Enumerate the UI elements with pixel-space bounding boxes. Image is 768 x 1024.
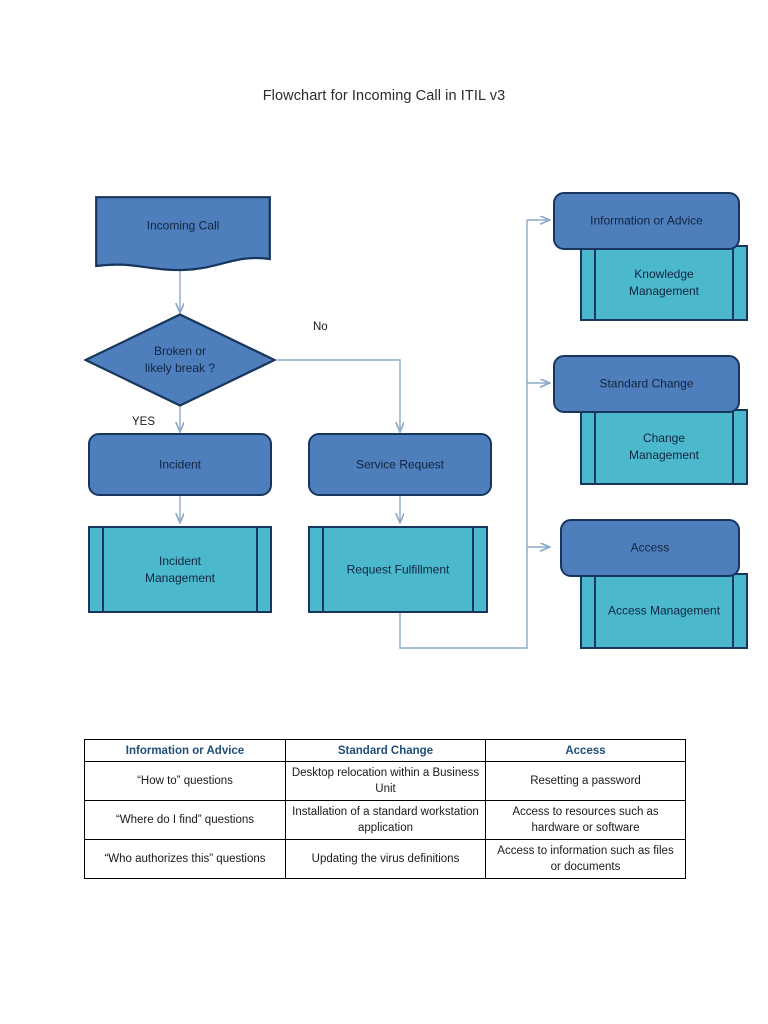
table-header-cell: Standard Change <box>285 739 486 762</box>
page-title: Flowchart for Incoming Call in ITIL v3 <box>262 88 506 104</box>
process-bar-left <box>594 575 596 647</box>
process-change-management-label: Change Management <box>628 431 700 462</box>
process-bar-right <box>472 528 474 611</box>
node-service-request-label: Service Request <box>355 457 445 471</box>
node-service-request[interactable]: Service Request <box>308 433 492 496</box>
node-information-or-advice-label: Information or Advice <box>590 213 703 228</box>
table-row: “How to” questions Desktop relocation wi… <box>84 761 686 801</box>
table-header-row: Information or Advice Standard Change Ac… <box>84 739 686 762</box>
table-header-cell: Access <box>485 739 686 762</box>
table-row: “Who authorizes this” questions Updating… <box>84 839 686 879</box>
process-bar-left <box>322 528 324 611</box>
process-request-fulfillment-label: Request Fulfillment <box>346 562 450 576</box>
process-knowledge-management-label: Knowledge Management <box>628 267 700 298</box>
node-incoming-call[interactable]: Incoming Call <box>95 196 271 276</box>
process-bar-left <box>102 528 104 611</box>
connector-decision-no-to-service-request <box>276 359 400 431</box>
process-bar-right <box>256 528 258 611</box>
process-bar-right <box>732 411 734 483</box>
process-access-management[interactable]: Access Management <box>580 573 748 649</box>
table-cell: “Where do I find” questions <box>84 800 286 840</box>
edge-label-yes: YES <box>132 416 156 428</box>
table-cell: “Who authorizes this” questions <box>84 839 286 879</box>
process-change-management[interactable]: Change Management <box>580 409 748 485</box>
table-cell: Access to information such as files or d… <box>485 839 686 879</box>
node-incoming-call-label: Incoming Call <box>146 218 220 233</box>
table-cell: “How to” questions <box>84 761 286 801</box>
process-request-fulfillment[interactable]: Request Fulfillment <box>308 526 488 613</box>
node-access-label: Access <box>630 540 670 555</box>
table-cell: Updating the virus definitions <box>285 839 486 879</box>
node-standard-change[interactable]: Standard Change <box>553 355 740 413</box>
table-header-cell: Information or Advice <box>84 739 286 762</box>
node-decision-broken[interactable]: Broken or likely break ? <box>84 313 276 407</box>
node-standard-change-label: Standard Change <box>599 376 694 391</box>
process-bar-left <box>594 247 596 319</box>
process-knowledge-management[interactable]: Knowledge Management <box>580 245 748 321</box>
process-bar-left <box>594 411 596 483</box>
process-incident-management-label: Incident Management <box>144 553 216 585</box>
node-incident[interactable]: Incident <box>88 433 272 496</box>
node-information-or-advice[interactable]: Information or Advice <box>553 192 740 250</box>
process-bar-right <box>732 247 734 319</box>
node-decision-broken-label: Broken or likely break ? <box>144 344 216 375</box>
table-row: “Where do I find” questions Installation… <box>84 800 686 840</box>
table-cell: Desktop relocation within a Business Uni… <box>285 761 486 801</box>
table-cell: Access to resources such as hardware or … <box>485 800 686 840</box>
table-cell: Resetting a password <box>485 761 686 801</box>
process-access-management-label: Access Management <box>607 603 721 618</box>
node-access[interactable]: Access <box>560 519 740 577</box>
process-incident-management[interactable]: Incident Management <box>88 526 272 613</box>
node-incident-label: Incident <box>158 457 202 471</box>
process-bar-right <box>732 575 734 647</box>
edge-label-no: No <box>313 321 328 333</box>
examples-table: Information or Advice Standard Change Ac… <box>84 739 686 879</box>
table-cell: Installation of a standard workstation a… <box>285 800 486 840</box>
